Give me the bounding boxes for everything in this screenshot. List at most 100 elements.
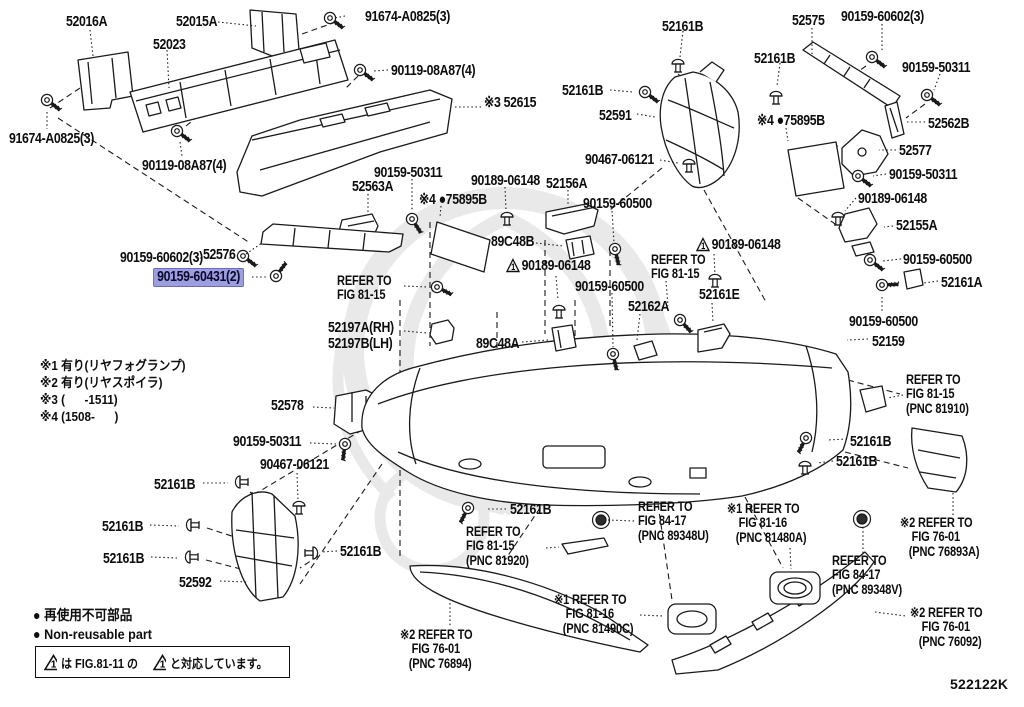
part-retainer-52161A: [903, 268, 924, 290]
part-label-52015A: 52015A: [176, 13, 218, 30]
part-label-90119-08A87-1: 90119-08A87(4): [391, 62, 476, 79]
part-label-52576: 52576: [203, 246, 236, 263]
part-reinforcement-52023: [129, 39, 349, 133]
part-label-52592: 52592: [179, 574, 212, 591]
part-label-52161B-5: 52161B: [102, 518, 144, 535]
refer-note-81490C: ※1 REFER TO FIG 81-16 (PNC 81490C): [554, 592, 634, 636]
part-label-89C48A: 89C48A: [476, 335, 520, 352]
refer-note-89348V: REFER TO FIG 84-17 (PNC 89348V): [832, 553, 903, 597]
part-label-52577: 52577: [899, 142, 932, 159]
part-label-89C48B: 89C48B: [491, 233, 535, 250]
refer-note-81910: REFER TO FIG 81-15 (PNC 81910): [906, 372, 969, 416]
part-label-90159-50311-3: 90159-50311: [374, 164, 443, 181]
refer-note-81480A: ※1 REFER TO FIG 81-16 (PNC 81480A): [727, 501, 807, 545]
part-label-90159-60431-highlighted[interactable]: 90159-60431(2): [153, 268, 245, 287]
refer-note-76893A: ※2 REFER TO FIG 76-01 (PNC 76893A): [900, 515, 980, 559]
part-label-90189-06148-2: 90189-06148: [471, 172, 540, 189]
part-bracket-52197: [429, 319, 455, 345]
warning-triangle-icon: 1: [152, 653, 167, 670]
part-absorber-52615: [236, 89, 453, 197]
part-label-52016A: 52016A: [66, 13, 108, 30]
part-label-52615: ※3 52615: [484, 94, 537, 111]
part-strip-81910: [859, 385, 887, 413]
part-spacer-52592: [231, 491, 299, 602]
label-leader-lines: [46, 15, 954, 626]
part-label-90159-60500-3: 90159-60500: [583, 195, 652, 212]
part-bracket-89C48A: [551, 324, 577, 352]
part-label-52161B-9: 52161B: [850, 433, 892, 450]
part-label-52161B-4: 52161B: [154, 476, 196, 493]
part-bracket-52155A: [838, 207, 878, 257]
part-label-52161B-10: 52161B: [836, 453, 878, 470]
part-label-52162A: 52162A: [628, 298, 670, 315]
part-plate-52162A: [633, 340, 658, 361]
svg-text:1: 1: [51, 659, 57, 670]
part-label-91674-A0825-1: 91674-A0825(3): [365, 8, 450, 25]
part-retainer-52576: [260, 223, 404, 253]
part-tape-75895B-left: [430, 221, 491, 273]
part-bracket-52577: [841, 129, 889, 177]
svg-text:1: 1: [701, 241, 705, 251]
refer-note-8115-mid: REFER TO FIG 81-15: [651, 252, 706, 282]
variant-note-2: ※2 有り(リヤスポイラ): [40, 375, 163, 390]
part-label-75895B-2: ※4 ●75895B: [419, 191, 487, 208]
part-strip-81920: [561, 537, 609, 555]
part-label-90467-06121-2: 90467-06121: [260, 456, 329, 473]
warning-triangle-icon: 1: [44, 653, 58, 670]
variant-note-4: ※4 (1508- ): [40, 409, 119, 424]
part-label-90159-60500-2: 90159-60500: [849, 313, 918, 330]
warning-triangle-icon: 1: [696, 237, 710, 252]
refer-note-81920: REFER TO FIG 81-15 (PNC 81920): [466, 524, 529, 568]
svg-text:1: 1: [511, 262, 515, 272]
refer-note-76092: ※2 REFER TO FIG 76-01 (PNC 76092): [910, 605, 983, 649]
part-bumper-cover-52159: [361, 333, 852, 507]
part-label-90189-06148-1: 90189-06148: [858, 190, 927, 207]
part-label-90159-60602-2: 90159-60602(3): [120, 249, 203, 266]
part-spacer-right-76893A: [910, 427, 968, 493]
part-label-90159-50311-1: 90159-50311: [902, 59, 971, 76]
part-label-90189-06148-4: 1 90189-06148: [696, 237, 781, 253]
part-label-91674-A0825-2: 91674-A0825(3): [9, 130, 94, 147]
part-bracket-52161E: [697, 323, 731, 353]
part-fog-bezel-81490C: [667, 603, 717, 635]
part-label-52161B-6: 52161B: [103, 550, 145, 567]
legend-box-text-mid: は FIG.81-11 の: [61, 656, 139, 671]
part-label-52161B-2: 52161B: [754, 50, 796, 67]
legend-nonreusable-jp: ● 再使用不可部品: [33, 607, 133, 623]
part-bracket-52016A: [77, 51, 134, 111]
part-label-52155A: 52155A: [896, 217, 938, 234]
part-label-52161B-1: 52161B: [662, 18, 704, 35]
part-shapes: [77, 9, 968, 675]
part-label-52591: 52591: [599, 107, 632, 124]
part-label-90159-50311-2: 90159-50311: [889, 166, 958, 183]
part-label-90189-06148-3: 1 90189-06148: [506, 258, 591, 274]
part-label-52023: 52023: [153, 36, 186, 53]
part-label-52578: 52578: [271, 397, 304, 414]
part-label-90159-60500-4: 90159-60500: [575, 278, 644, 295]
part-label-52161A: 52161A: [941, 274, 983, 291]
part-bracket-52015A: [249, 9, 300, 57]
part-label-52197AB: 52197A(RH) 52197B(LH): [328, 319, 394, 352]
part-fog-bezel-81480A: [769, 571, 821, 605]
part-label-52161B-3: 52161B: [562, 82, 604, 99]
part-label-52161B-8: 52161B: [510, 501, 552, 518]
part-label-75895B-1: ※4 ●75895B: [757, 112, 825, 129]
part-label-52161B-7: 52161B: [340, 543, 382, 560]
svg-text:1: 1: [160, 659, 166, 670]
part-side-support-52575: [802, 41, 901, 109]
part-bracket-89C48B: [565, 235, 595, 260]
part-label-90159-50311-4: 90159-50311: [233, 433, 302, 450]
part-label-52156A: 52156A: [546, 175, 588, 192]
part-label-52562B: 52562B: [928, 115, 970, 132]
part-label-52161E: 52161E: [699, 286, 740, 303]
part-label-90467-06121-1: 90467-06121: [585, 151, 654, 168]
part-label-90119-08A87-2: 90119-08A87(4): [142, 157, 227, 174]
drawing-code: 522122K: [950, 676, 1009, 692]
part-label-52563A: 52563A: [352, 178, 394, 195]
legend-triangle-box: 1 は FIG.81-11 の 1 と対応しています。: [35, 646, 290, 678]
part-bracket-52156A: [545, 203, 599, 235]
part-tape-75895B-right: [787, 141, 845, 197]
part-label-90159-60602-1: 90159-60602(3): [841, 8, 924, 25]
part-garnish-76894: [409, 564, 649, 653]
